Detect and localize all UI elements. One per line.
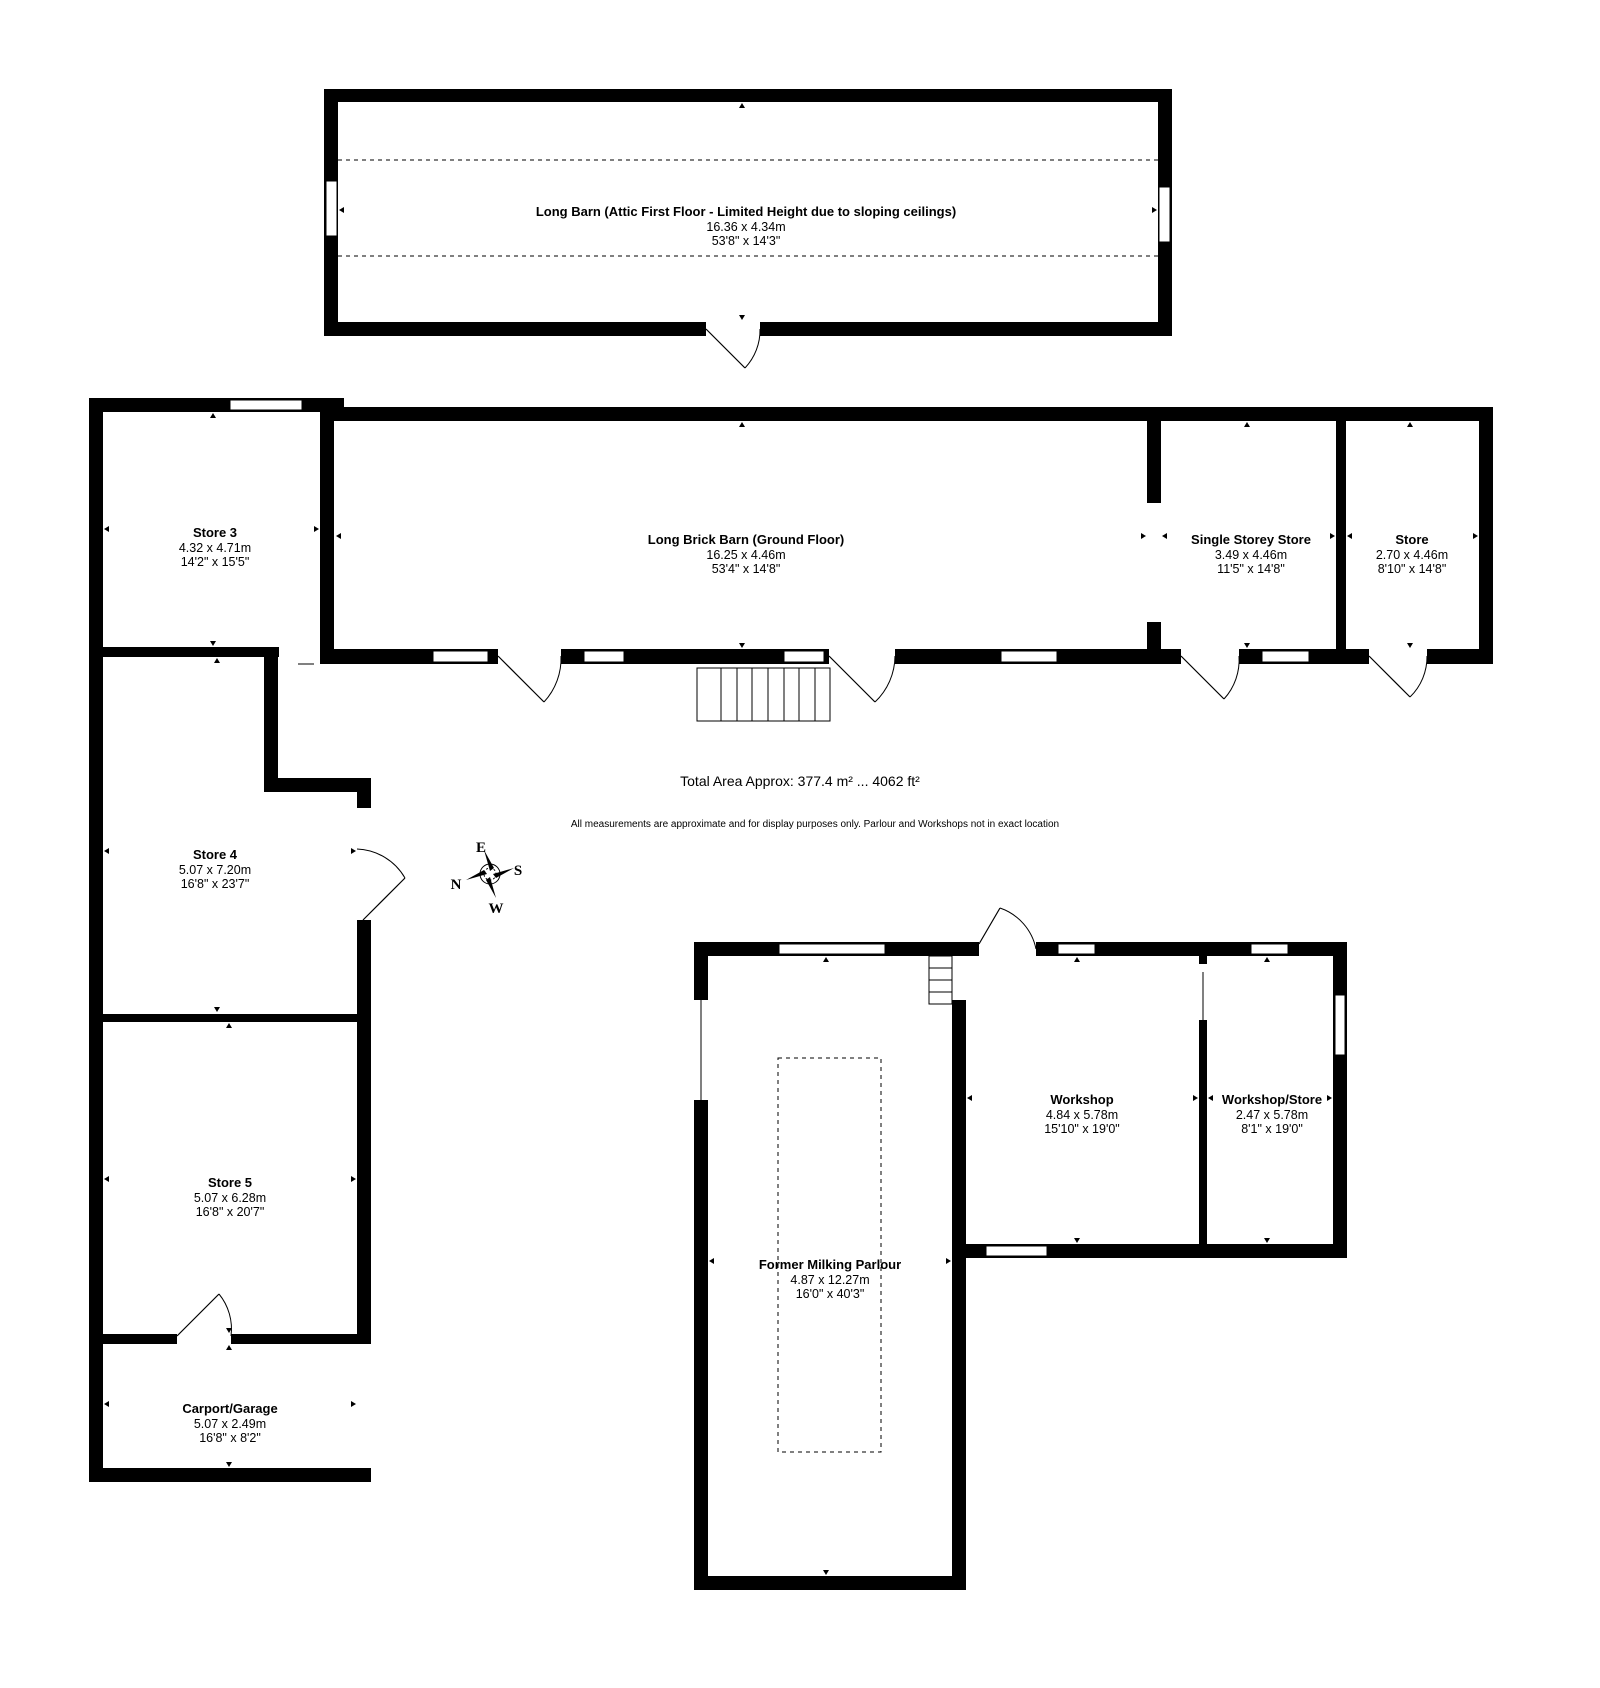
- compass-east-label: E: [476, 840, 486, 856]
- room-metric: 4.87 x 12.27m: [790, 1273, 869, 1287]
- room-label-store-3: Store 3 4.32 x 4.71m 14'2" x 15'5": [179, 525, 251, 569]
- room-imperial: 15'10" x 19'0": [1044, 1122, 1120, 1136]
- room-label-store: Store 2.70 x 4.46m 8'10" x 14'8": [1376, 532, 1448, 576]
- long-barn-attic-walls: [324, 89, 1172, 369]
- room-imperial: 16'8" x 20'7": [196, 1205, 265, 1219]
- room-imperial: 8'1" x 19'0": [1241, 1122, 1303, 1136]
- room-label-workshop: Workshop 4.84 x 5.78m 15'10" x 19'0": [1044, 1092, 1120, 1136]
- room-name: Single Storey Store: [1191, 532, 1311, 547]
- room-metric: 4.84 x 5.78m: [1046, 1108, 1118, 1122]
- room-label-store-5: Store 5 5.07 x 6.28m 16'8" x 20'7": [194, 1175, 266, 1219]
- room-label-long-barn-attic: Long Barn (Attic First Floor - Limited H…: [536, 204, 956, 248]
- compass-south-label: S: [514, 863, 522, 879]
- room-label-workshop-store: Workshop/Store 2.47 x 5.78m 8'1" x 19'0": [1222, 1092, 1322, 1136]
- compass-north-label: N: [451, 877, 462, 893]
- room-name: Store 4: [193, 847, 238, 862]
- room-imperial: 53'8" x 14'3": [712, 234, 781, 248]
- room-name: Long Brick Barn (Ground Floor): [648, 532, 844, 547]
- room-metric: 16.36 x 4.34m: [706, 220, 785, 234]
- room-label-long-brick-barn: Long Brick Barn (Ground Floor) 16.25 x 4…: [648, 532, 844, 576]
- room-name: Store 3: [193, 525, 237, 540]
- room-name: Store 5: [208, 1175, 252, 1190]
- room-imperial: 16'0" x 40'3": [796, 1287, 865, 1301]
- compass-west-label: W: [489, 901, 504, 917]
- room-metric: 2.47 x 5.78m: [1236, 1108, 1308, 1122]
- room-metric: 4.32 x 4.71m: [179, 541, 251, 555]
- room-name: Workshop: [1050, 1092, 1113, 1107]
- total-area: Total Area Approx: 377.4 m² ... 4062 ft²: [680, 773, 920, 789]
- parlour-workshop-walls: [694, 907, 1347, 1590]
- room-imperial: 16'8" x 23'7": [181, 877, 250, 891]
- room-name: Former Milking Parlour: [759, 1257, 901, 1272]
- room-metric: 5.07 x 6.28m: [194, 1191, 266, 1205]
- room-metric: 16.25 x 4.46m: [706, 548, 785, 562]
- room-name: Workshop/Store: [1222, 1092, 1322, 1107]
- room-label-milking-parlour: Former Milking Parlour 4.87 x 12.27m 16'…: [759, 1257, 901, 1301]
- room-name: Store: [1395, 532, 1428, 547]
- room-imperial: 11'5" x 14'8": [1217, 562, 1285, 576]
- room-imperial: 8'10" x 14'8": [1378, 562, 1447, 576]
- room-name: Carport/Garage: [182, 1401, 277, 1416]
- room-label-single-storey-store: Single Storey Store 3.49 x 4.46m 11'5" x…: [1191, 532, 1311, 576]
- room-metric: 3.49 x 4.46m: [1215, 548, 1287, 562]
- room-metric: 2.70 x 4.46m: [1376, 548, 1448, 562]
- room-name: Long Barn (Attic First Floor - Limited H…: [536, 204, 956, 219]
- dimension-markers: [104, 103, 1478, 1575]
- room-metric: 5.07 x 7.20m: [179, 863, 251, 877]
- room-label-store-4: Store 4 5.07 x 7.20m 16'8" x 23'7": [179, 847, 251, 891]
- room-imperial: 53'4" x 14'8": [712, 562, 781, 576]
- room-label-carport-garage: Carport/Garage 5.07 x 2.49m 16'8" x 8'2": [182, 1401, 277, 1445]
- room-metric: 5.07 x 2.49m: [194, 1417, 266, 1431]
- long-brick-barn-walls: [320, 407, 1493, 722]
- compass-rose-icon: [466, 850, 514, 898]
- west-range-walls: [89, 398, 406, 1482]
- room-imperial: 14'2" x 15'5": [181, 555, 250, 569]
- room-imperial: 16'8" x 8'2": [199, 1431, 261, 1445]
- disclaimer: All measurements are approximate and for…: [571, 819, 1059, 830]
